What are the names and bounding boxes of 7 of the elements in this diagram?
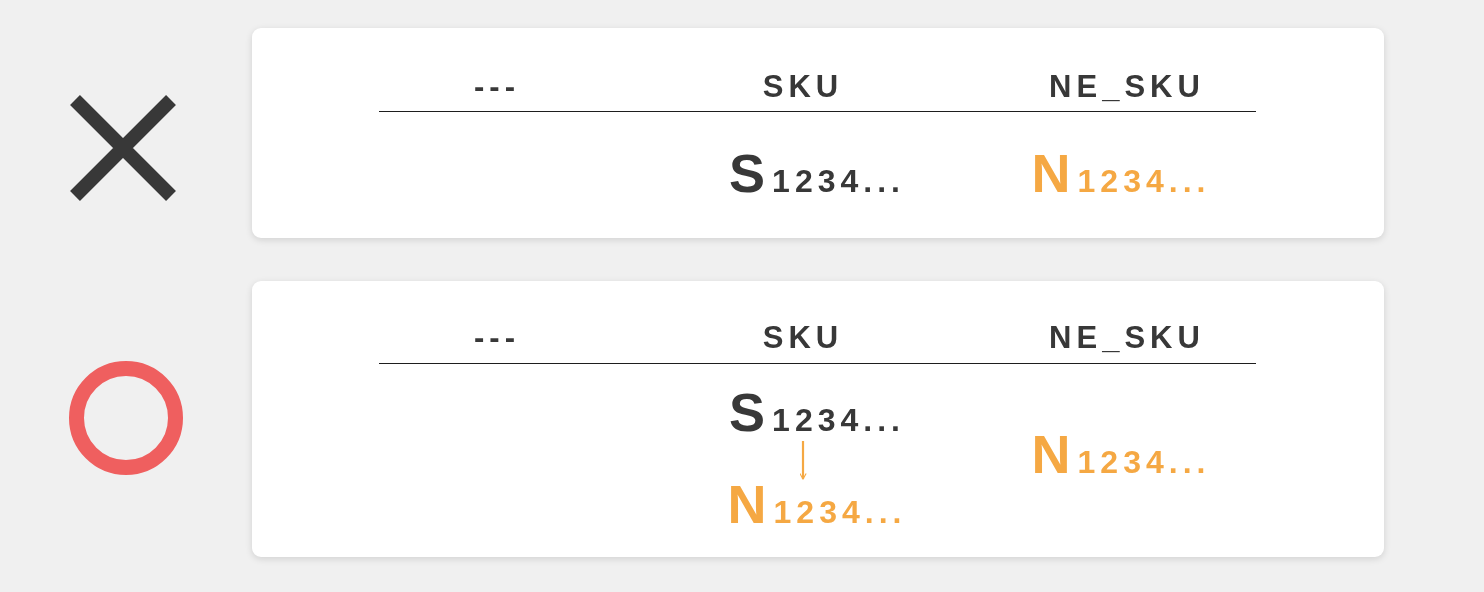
- column-header: NE_SKU: [1049, 71, 1205, 102]
- column-header: ---: [474, 71, 520, 102]
- column-header: NE_SKU: [1049, 322, 1205, 353]
- column-header: ---: [474, 322, 520, 353]
- arrow: [799, 441, 807, 480]
- column-header: SKU: [762, 322, 844, 353]
- column-header: SKU: [762, 71, 844, 102]
